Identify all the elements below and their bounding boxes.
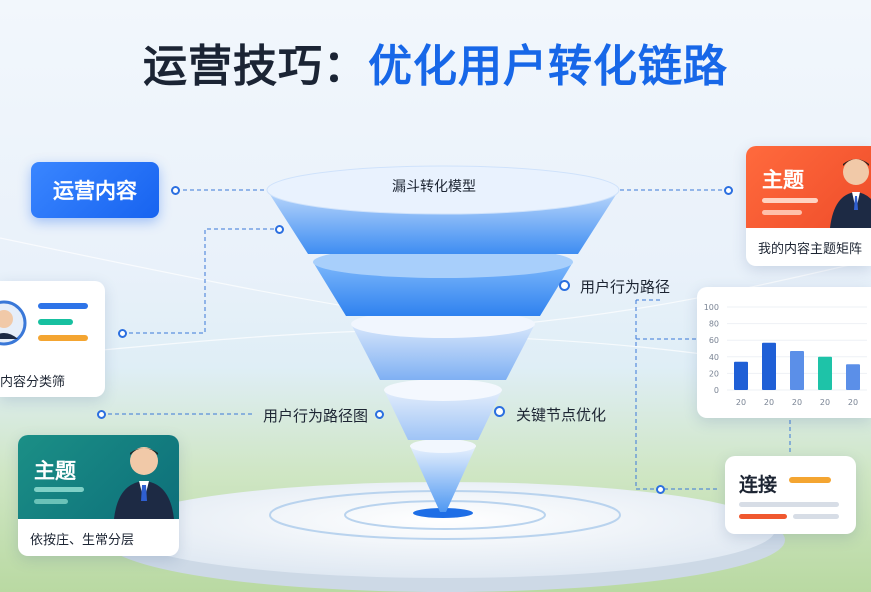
connector-dot [171,186,180,195]
chart-bar [818,356,832,390]
chart-bar [790,350,804,390]
avatar-icon [0,300,27,346]
bar-chart: 100 80 60 40 20 0 20 20 20 20 20 [704,303,867,407]
person-avatar [830,159,871,228]
chart-bar [762,342,776,390]
title-part-2: 优化用户转化链路 [368,41,728,92]
connector-dot [97,410,106,419]
topic-badge: 主题 [34,459,76,483]
bar-chart-card: 100 80 60 40 20 0 20 20 20 20 20 [697,287,871,418]
connector-dot [724,186,733,195]
funnel-label-user-path-map: 用户行为路径图 [263,407,369,425]
chart-x-tick-label: 20 [820,398,830,407]
chart-bar [846,364,860,390]
chart-y-tick-label: 60 [709,336,719,345]
chart-bar [734,361,748,390]
connector-dot [275,225,284,234]
connector-dot [494,406,505,417]
connect-card[interactable]: 连接 [725,456,856,534]
connector-dot [656,485,665,494]
ops-content-button[interactable]: 运营内容 [31,162,159,218]
topic-card-caption: 依按庄、生常分层 [30,533,135,548]
chart-y-tick-label: 80 [709,320,719,329]
chart-y-tick-label: 0 [714,386,719,395]
funnel-label-user-path: 用户行为路径 [580,278,671,296]
connect-card-title: 连接 [739,474,778,496]
topic-card-caption: 我的内容主题矩阵 [758,242,863,257]
connector-dot [118,329,127,338]
chart-y-tick-label: 40 [709,353,719,362]
chart-x-tick-label: 20 [736,398,746,407]
chart-y-tick-label: 100 [704,303,719,312]
category-card[interactable]: 内容分类筛 [0,281,105,397]
chart-y-tick-label: 20 [709,369,719,378]
chart-x-tick-label: 20 [848,398,858,407]
chart-x-tick-label: 20 [764,398,774,407]
connector-dot [559,280,570,291]
topic-badge: 主题 [762,168,804,192]
person-avatar [114,447,174,519]
funnel-label-key-node: 关键节点优化 [516,406,607,424]
connector-dot [375,410,384,419]
topic-card-right[interactable]: 主题 我的内容主题矩阵 [746,146,871,266]
page-title: 运营技巧：优化用户转化链路 [0,30,871,94]
chart-x-tick-label: 20 [792,398,802,407]
category-card-caption: 内容分类筛 [0,375,66,390]
funnel-top-label: 漏斗转化模型 [392,179,476,195]
title-part-1: 运营技巧： [143,41,368,92]
topic-card-left[interactable]: 主题 依按庄、生常分层 [18,435,179,556]
